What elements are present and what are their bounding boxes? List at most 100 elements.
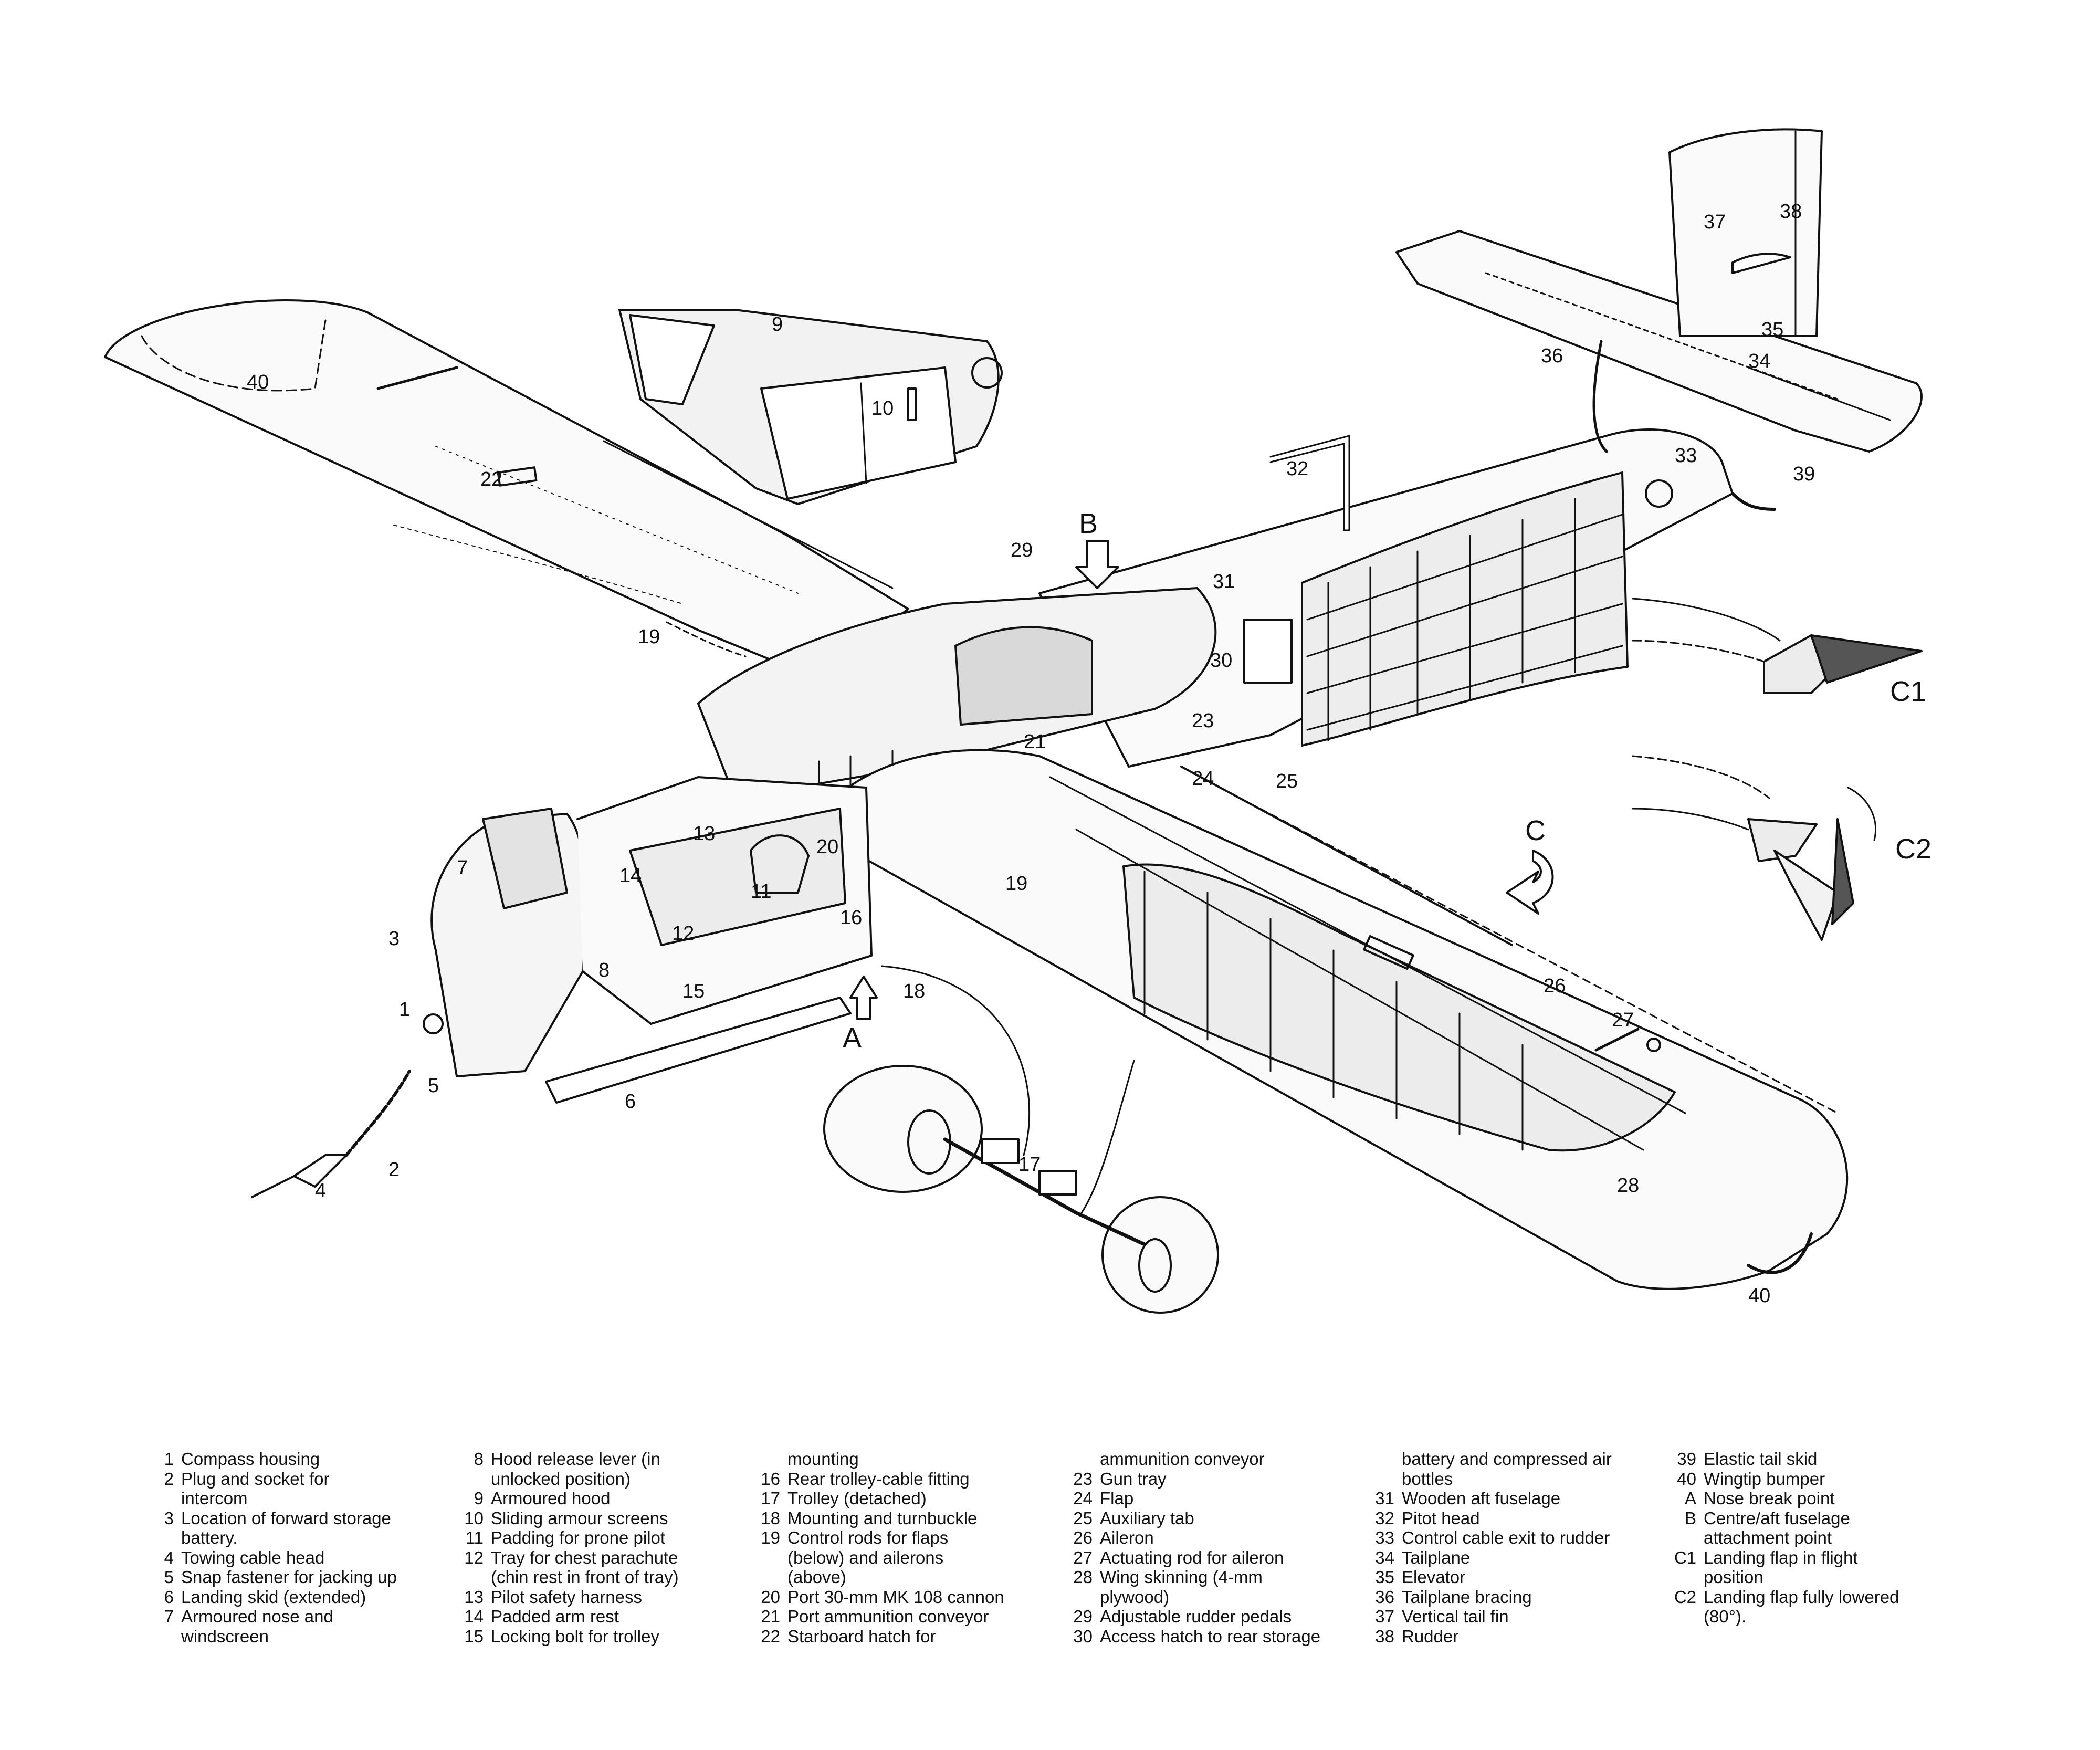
legend-item-number: 39: [1677, 1449, 1696, 1469]
legend-item-text: position: [1704, 1567, 1763, 1587]
callout-28: 28: [1617, 1175, 1639, 1197]
legend-item: 20 Port 30-mm MK 108 cannon: [761, 1587, 1004, 1607]
legend-item-text: intercom: [181, 1489, 248, 1508]
callout-27: 27: [1612, 1009, 1634, 1031]
legend-item-number: 19: [761, 1528, 780, 1547]
legend-item-number: 9: [474, 1489, 484, 1508]
callout-40b: 40: [1748, 1285, 1770, 1307]
legend-item-text: battery.: [181, 1528, 238, 1547]
legend-item-number: 35: [1375, 1567, 1394, 1587]
legend-item-number: 31: [1375, 1489, 1394, 1508]
callout-12: 12: [672, 923, 694, 945]
legend-item-text: attachment point: [1704, 1528, 1832, 1547]
legend-item-text: ammunition conveyor: [1100, 1449, 1265, 1469]
legend-item-text: Control cable exit to rudder: [1402, 1528, 1610, 1547]
legend-item-number: 14: [464, 1607, 484, 1626]
towing-cable: [251, 1070, 411, 1198]
legend-item-text: Landing skid (extended): [181, 1587, 366, 1607]
legend-item-number: 16: [761, 1469, 780, 1489]
legend-item-text: Auxiliary tab: [1100, 1508, 1194, 1528]
legend-item-text: Starboard hatch for: [788, 1626, 936, 1646]
legend-item-text: Vertical tail fin: [1402, 1607, 1509, 1626]
nose-cockpit: [423, 776, 873, 1104]
legend-item-text: Tailplane: [1402, 1547, 1471, 1567]
legend-item-text: Flap: [1100, 1489, 1134, 1508]
legend-item-text: battery and compressed air: [1402, 1449, 1612, 1469]
callout-26: 26: [1544, 975, 1566, 997]
arrow-B: [1075, 540, 1119, 589]
legend-item-number: 10: [464, 1508, 484, 1528]
callout-17: 17: [1018, 1154, 1041, 1176]
legend-item-number: 15: [464, 1626, 484, 1646]
legend-item-text: Access hatch to rear storage: [1100, 1626, 1321, 1646]
callout-35: 35: [1761, 319, 1783, 341]
legend-item-number: 22: [761, 1626, 780, 1646]
callout-38: 38: [1780, 201, 1802, 223]
callout-24: 24: [1192, 768, 1214, 790]
legend-item-text: Pitot head: [1402, 1508, 1480, 1528]
legend-item-number: 27: [1073, 1547, 1093, 1567]
legend-item-text: Tray for chest parachute: [491, 1547, 678, 1567]
legend-item-text: Wingtip bumper: [1704, 1469, 1825, 1489]
legend-item-number: 26: [1073, 1528, 1093, 1547]
legend-item: mounting: [788, 1449, 1004, 1469]
starboard-wing: [834, 749, 1849, 1290]
legend-item-text: Sliding armour screens: [491, 1508, 668, 1528]
legend-item-number: 40: [1677, 1469, 1696, 1489]
legend-item-text: (80°).: [1704, 1607, 1747, 1626]
callout-34: 34: [1748, 350, 1770, 372]
callout-3: 3: [388, 928, 400, 950]
legend-item-text: Landing flap in flight: [1704, 1547, 1858, 1567]
legend-item-text: Port 30-mm MK 108 cannon: [788, 1587, 1004, 1607]
legend-item-number: 20: [761, 1587, 780, 1607]
callout-2: 2: [388, 1159, 400, 1181]
legend-item-text: windscreen: [181, 1626, 269, 1646]
callout-18: 18: [903, 980, 925, 1002]
callout-B: B: [1079, 508, 1098, 539]
legend-item-text: Trolley (detached): [788, 1489, 927, 1508]
legend-item-number: 33: [1375, 1528, 1394, 1547]
legend-item-text: Control rods for flaps: [788, 1528, 949, 1547]
legend-item-text: (above): [788, 1567, 846, 1587]
legend-item-text: Tailplane bracing: [1402, 1587, 1532, 1607]
callout-25: 25: [1276, 770, 1298, 792]
legend-item-text: Centre/aft fuselage: [1704, 1508, 1850, 1528]
legend-item-text: Armoured hood: [491, 1489, 611, 1508]
flap-detail-c2: [1632, 755, 1877, 941]
legend-item-text: Locking bolt for trolley: [491, 1626, 659, 1646]
legend-item-number: C2: [1674, 1587, 1696, 1607]
legend-item-text: Mounting and turnbuckle: [788, 1508, 978, 1528]
legend-item-number: C1: [1674, 1547, 1696, 1567]
legend-item-number: 4: [164, 1547, 174, 1567]
callout-13: 13: [693, 823, 715, 845]
callout-15: 15: [682, 980, 705, 1002]
flap-detail-c1: [1632, 598, 1923, 694]
port-wing: [104, 299, 909, 678]
trolley: [823, 965, 1219, 1314]
callout-20: 20: [816, 836, 838, 858]
legend-item-number: 36: [1375, 1587, 1394, 1607]
legend-item-number: 11: [465, 1528, 484, 1547]
legend-item-text: Elastic tail skid: [1704, 1449, 1818, 1469]
callout-A: A: [843, 1022, 862, 1054]
legend-item: ammunition conveyor: [1100, 1449, 1320, 1469]
